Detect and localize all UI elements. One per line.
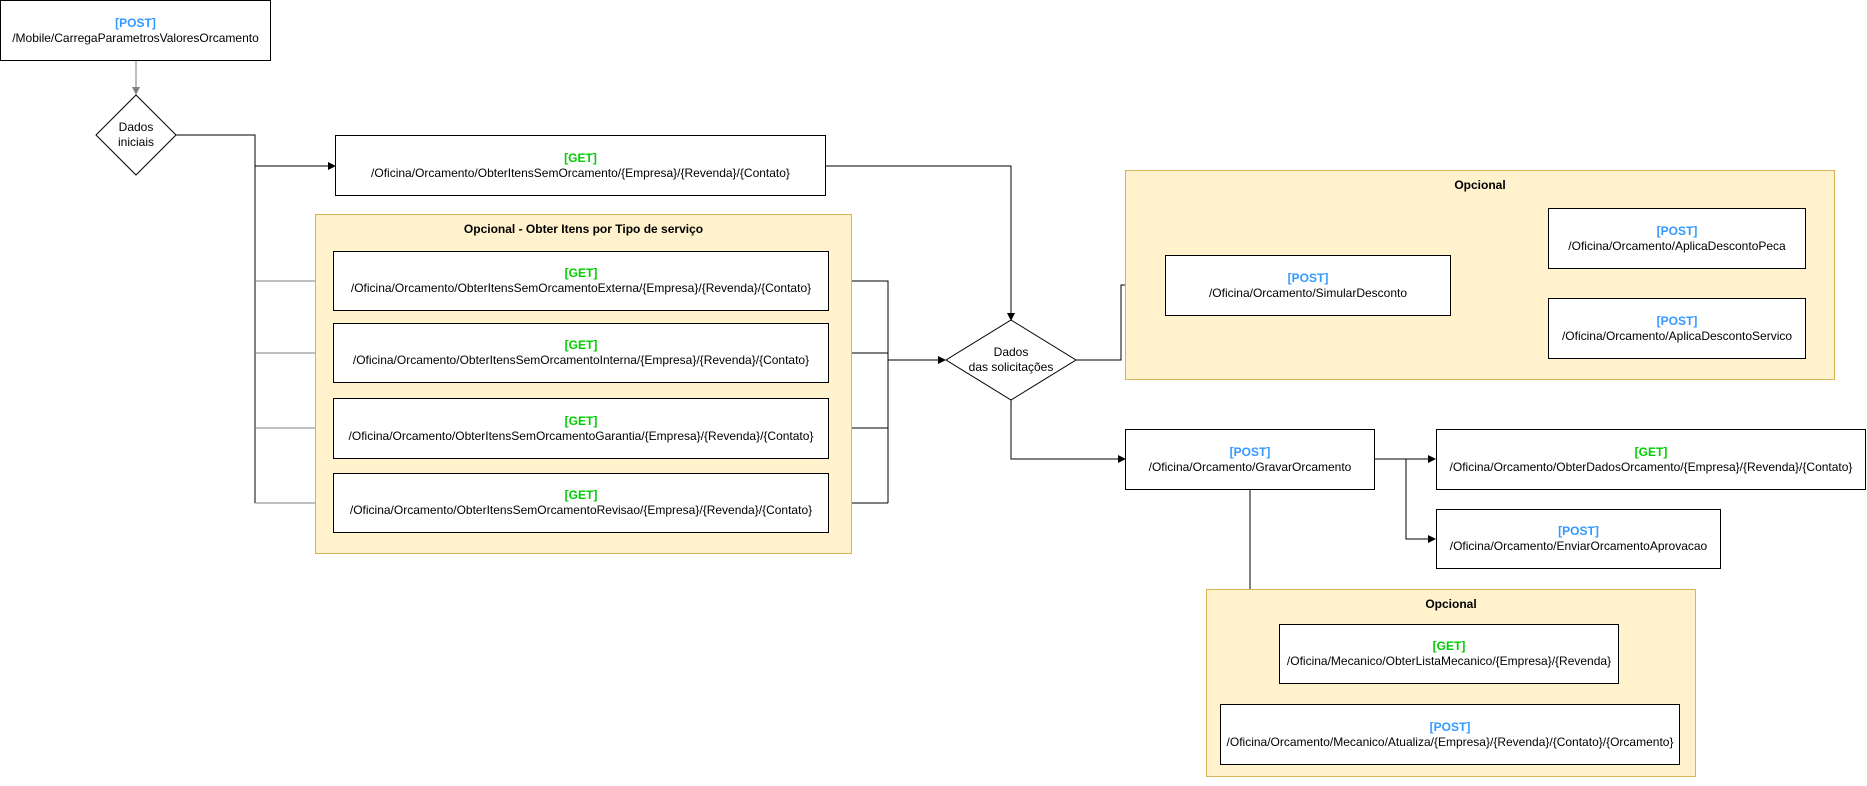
node-obter-externa[interactable]: [GET] /Oficina/Orcamento/ObterItensSemOr… <box>333 251 829 311</box>
method-label: [GET] <box>1432 639 1466 653</box>
endpoint-path: /Oficina/Orcamento/ObterItensSemOrcament… <box>348 428 814 443</box>
endpoint-path: /Mobile/CarregaParametrosValoresOrcament… <box>12 30 259 45</box>
method-label: [POST] <box>1229 444 1271 459</box>
node-atualiza-mecanico[interactable]: [POST] /Oficina/Orcamento/Mecanico/Atual… <box>1220 704 1680 765</box>
method-label: [POST] <box>115 15 156 30</box>
endpoint-path: /Oficina/Orcamento/ObterItensSemOrcament… <box>350 281 812 295</box>
method-label: [GET] <box>564 488 598 502</box>
edge-optional-merge <box>829 280 889 504</box>
decision-dados-iniciais-label: Dados iniciais <box>117 120 154 149</box>
method-label: [POST] <box>1558 524 1599 538</box>
node-gravar-orcamento[interactable]: [POST] /Oficina/Orcamento/GravarOrcament… <box>1125 429 1375 490</box>
endpoint-path: /Oficina/Mecanico/ObterListaMecanico/{Em… <box>1286 654 1612 668</box>
edge-dados-iniciais-trunk <box>176 134 256 503</box>
endpoint-path: /Oficina/Orcamento/AplicaDescontoPeca <box>1568 238 1786 253</box>
node-obter-dados-orcamento[interactable]: [GET] /Oficina/Orcamento/ObterDadosOrcam… <box>1436 429 1866 490</box>
group-mecanico-title: Opcional <box>1425 597 1477 611</box>
method-label: [GET] <box>564 150 597 165</box>
method-label: [GET] <box>1634 444 1668 459</box>
node-obter-itens[interactable]: [GET] /Oficina/Orcamento/ObterItensSemOr… <box>335 135 826 196</box>
node-simular-desconto[interactable]: [POST] /Oficina/Orcamento/SimularDescont… <box>1165 255 1451 316</box>
method-label: [GET] <box>564 338 598 352</box>
edge-obter-itens-to-dados-solicitacoes <box>826 165 1015 321</box>
endpoint-path: /Oficina/Orcamento/ObterItensSemOrcament… <box>371 165 790 180</box>
endpoint-path: /Oficina/Orcamento/AplicaDescontoServico <box>1561 328 1793 343</box>
method-label: [GET] <box>564 413 598 428</box>
endpoint-path: /Oficina/Orcamento/GravarOrcamento <box>1148 459 1352 474</box>
node-aplica-desconto-servico[interactable]: [POST] /Oficina/Orcamento/AplicaDesconto… <box>1548 298 1806 359</box>
edge-to-gravar-orcamento <box>1010 400 1126 463</box>
method-label: [GET] <box>564 266 598 280</box>
node-obter-interna[interactable]: [GET] /Oficina/Orcamento/ObterItensSemOr… <box>333 323 829 383</box>
method-label: [POST] <box>1656 223 1698 238</box>
group-tipo-servico-title: Opcional - Obter Itens por Tipo de servi… <box>463 222 704 236</box>
decision-dados-solicitacoes-label: Dados das solicitações <box>968 345 1054 374</box>
endpoint-path: /Oficina/Orcamento/SimularDesconto <box>1208 285 1408 300</box>
node-enviar-aprovacao[interactable]: [POST] /Oficina/Orcamento/EnviarOrcament… <box>1436 509 1721 569</box>
decision-dados-solicitacoes-shape <box>945 319 1077 401</box>
group-desconto-title: Opcional <box>1454 178 1506 192</box>
node-carrega-parametros[interactable]: [POST] /Mobile/CarregaParametrosValoresO… <box>0 0 271 61</box>
method-label: [POST] <box>1429 719 1471 734</box>
endpoint-path: /Oficina/Orcamento/EnviarOrcamentoAprova… <box>1449 539 1708 553</box>
endpoint-path: /Oficina/Orcamento/ObterItensSemOrcament… <box>352 353 810 367</box>
node-obter-garantia[interactable]: [GET] /Oficina/Orcamento/ObterItensSemOr… <box>333 398 829 459</box>
endpoint-path: /Oficina/Orcamento/ObterDadosOrcamento/{… <box>1449 459 1853 474</box>
node-obter-lista-mecanico[interactable]: [GET] /Oficina/Mecanico/ObterListaMecani… <box>1279 624 1619 684</box>
endpoint-path: /Oficina/Orcamento/Mecanico/Atualiza/{Em… <box>1226 734 1674 749</box>
endpoint-path: /Oficina/Orcamento/ObterItensSemOrcament… <box>349 503 813 517</box>
method-label: [POST] <box>1287 270 1329 285</box>
edge-gravar-to-enviar-aprovacao <box>1405 459 1436 543</box>
method-label: [POST] <box>1656 313 1698 328</box>
decision-dados-iniciais-shape <box>95 94 177 176</box>
node-aplica-desconto-peca[interactable]: [POST] /Oficina/Orcamento/AplicaDesconto… <box>1548 208 1806 269</box>
node-obter-revisao[interactable]: [GET] /Oficina/Orcamento/ObterItensSemOr… <box>333 473 829 533</box>
